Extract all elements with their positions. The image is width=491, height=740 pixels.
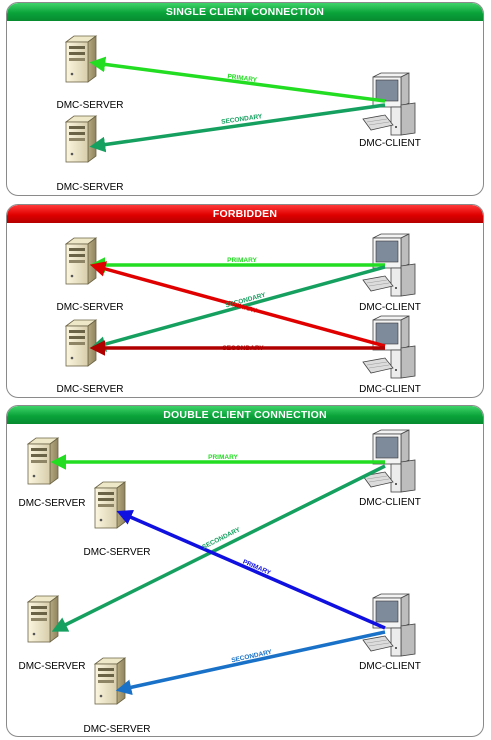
client-icon bbox=[362, 72, 416, 136]
forbidden-secondary-label: SECONDARY bbox=[222, 345, 264, 352]
client-icon bbox=[362, 593, 416, 657]
client-label: DMC-CLIENT bbox=[359, 302, 421, 313]
server-icon bbox=[65, 35, 97, 83]
primary-label: PRIMARY bbox=[227, 73, 258, 84]
server-label: DMC-SERVER bbox=[83, 547, 150, 558]
primary-connection bbox=[89, 56, 386, 103]
secondary-connection bbox=[51, 464, 386, 632]
secondary-connection bbox=[89, 103, 386, 153]
server-label: DMC-SERVER bbox=[56, 302, 123, 313]
panel-title-single: SINGLE CLIENT CONNECTION bbox=[7, 3, 483, 21]
client-label: DMC-CLIENT bbox=[359, 497, 421, 508]
server-icon bbox=[27, 437, 59, 485]
server-icon bbox=[65, 319, 97, 367]
server-icon bbox=[65, 115, 97, 163]
panel-title-double: DOUBLE CLIENT CONNECTION bbox=[7, 406, 483, 424]
primary-label: PRIMARY bbox=[208, 454, 238, 461]
client-label: DMC-CLIENT bbox=[359, 661, 421, 672]
double-secondary-connection bbox=[115, 630, 386, 696]
server-icon bbox=[94, 657, 126, 705]
primary-label: PRIMARY bbox=[227, 257, 257, 264]
forbidden-primary-connection bbox=[89, 261, 386, 348]
client-label: DMC-CLIENT bbox=[359, 384, 421, 395]
server-icon bbox=[27, 595, 59, 643]
server-label: DMC-SERVER bbox=[18, 661, 85, 672]
double-primary-connection bbox=[116, 510, 386, 630]
server-label: DMC-SERVER bbox=[18, 498, 85, 509]
server-icon bbox=[65, 237, 97, 285]
client-label: DMC-CLIENT bbox=[359, 138, 421, 149]
server-icon bbox=[94, 481, 126, 529]
server-label: DMC-SERVER bbox=[56, 182, 123, 193]
panel-title-forbidden: FORBIDDEN bbox=[7, 205, 483, 223]
server-label: DMC-SERVER bbox=[56, 100, 123, 111]
server-label: DMC-SERVER bbox=[83, 724, 150, 735]
server-label: DMC-SERVER bbox=[56, 384, 123, 395]
